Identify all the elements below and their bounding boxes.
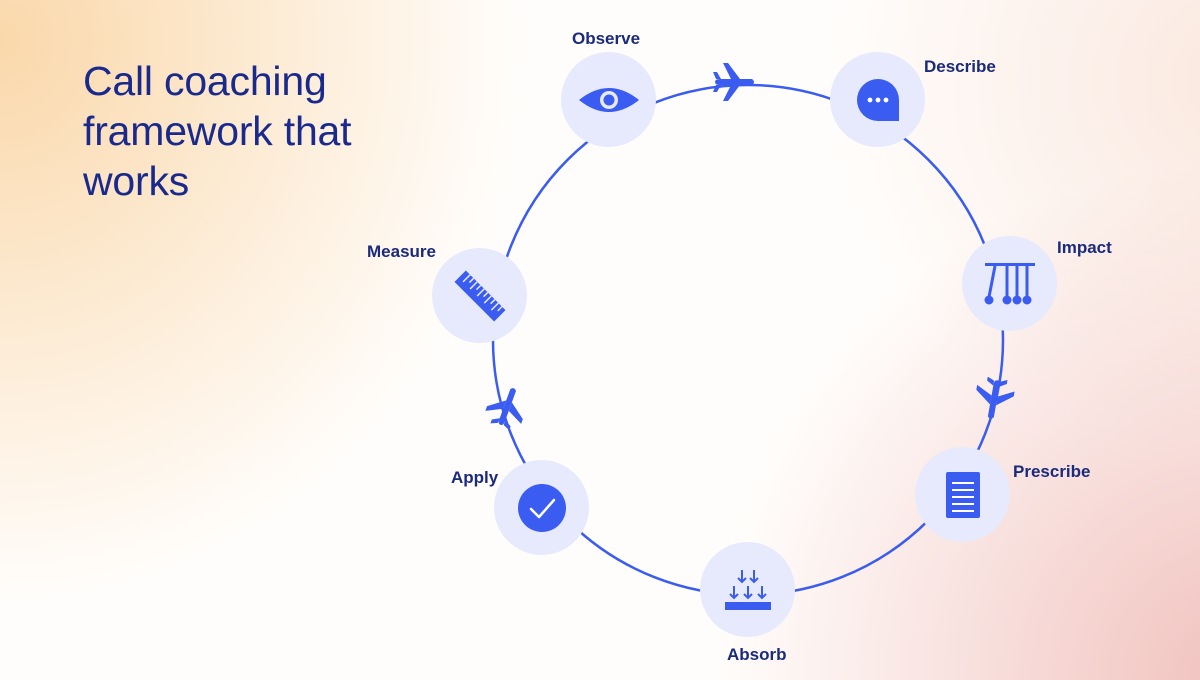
step-label-measure: Measure [367, 242, 436, 261]
step-measure [432, 248, 527, 343]
step-label-apply: Apply [451, 468, 499, 487]
step-label-prescribe: Prescribe [1013, 462, 1091, 481]
newtons-cradle-icon [984, 262, 1035, 304]
step-impact [962, 236, 1057, 331]
arrows-down-icon [724, 569, 771, 610]
document-icon [945, 471, 980, 518]
airplane-icon [713, 63, 754, 101]
step-label-impact: Impact [1057, 238, 1112, 257]
airplane-icon [976, 377, 1015, 419]
step-absorb [700, 542, 795, 637]
step-label-observe: Observe [572, 29, 641, 48]
page-title: Call coaching framework that works [83, 58, 352, 204]
checkmark-icon [517, 483, 566, 532]
ruler-icon [454, 270, 505, 321]
eye-icon [578, 87, 639, 112]
step-label-absorb: Absorb [727, 645, 787, 664]
step-prescribe [915, 447, 1010, 542]
step-label-describe: Describe [924, 57, 996, 76]
airplane-icon [485, 388, 523, 429]
step-observe [561, 52, 656, 147]
step-apply [494, 460, 589, 555]
step-describe [830, 52, 925, 147]
chat-bubble-icon [856, 78, 899, 121]
